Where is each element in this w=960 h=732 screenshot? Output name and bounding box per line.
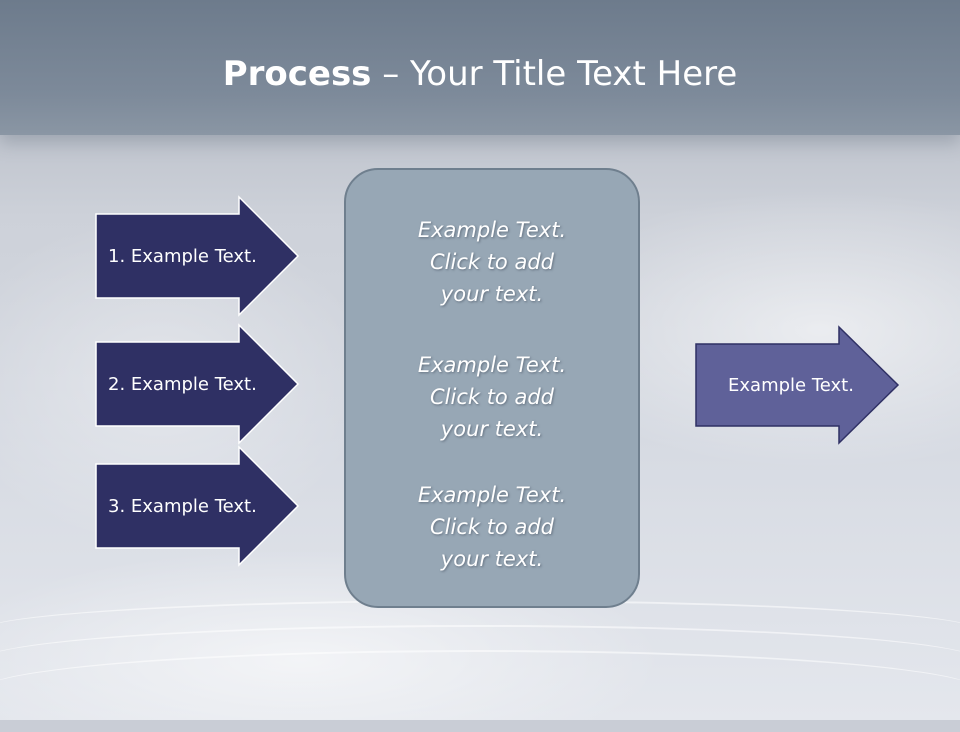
block-line: your text. [440, 547, 544, 571]
center-text-box[interactable]: Example Text. Click to add your text. Ex… [344, 168, 640, 608]
block-line: Example Text. [417, 353, 567, 377]
result-arrow[interactable]: Example Text. [695, 325, 900, 445]
block-line: your text. [440, 417, 544, 441]
block-line: Click to add [429, 250, 554, 274]
result-label: Example Text. [728, 374, 854, 396]
book-page-edge [0, 625, 960, 697]
title-bold: Process [222, 54, 372, 94]
block-line: Example Text. [417, 218, 567, 242]
center-text-block-2: Example Text. Click to add your text. [346, 349, 638, 445]
block-line: Example Text. [417, 483, 567, 507]
center-text-block-3: Example Text. Click to add your text. [346, 479, 638, 575]
step-2-arrow[interactable]: 2. Example Text. [95, 323, 300, 445]
slide-title[interactable]: Process – Your Title Text Here [0, 52, 960, 96]
title-bar: Process – Your Title Text Here [0, 0, 960, 135]
title-rest: – Your Title Text Here [371, 54, 738, 94]
block-line: Click to add [429, 385, 554, 409]
step-2-label: 2. Example Text. [108, 373, 257, 395]
step-1-arrow[interactable]: 1. Example Text. [95, 195, 300, 317]
block-line: your text. [440, 282, 544, 306]
step-3-label: 3. Example Text. [108, 495, 257, 517]
step-1-label: 1. Example Text. [108, 245, 257, 267]
step-3-arrow[interactable]: 3. Example Text. [95, 445, 300, 567]
book-page-edge [0, 650, 960, 732]
block-line: Click to add [429, 515, 554, 539]
center-text-block-1: Example Text. Click to add your text. [346, 214, 638, 310]
